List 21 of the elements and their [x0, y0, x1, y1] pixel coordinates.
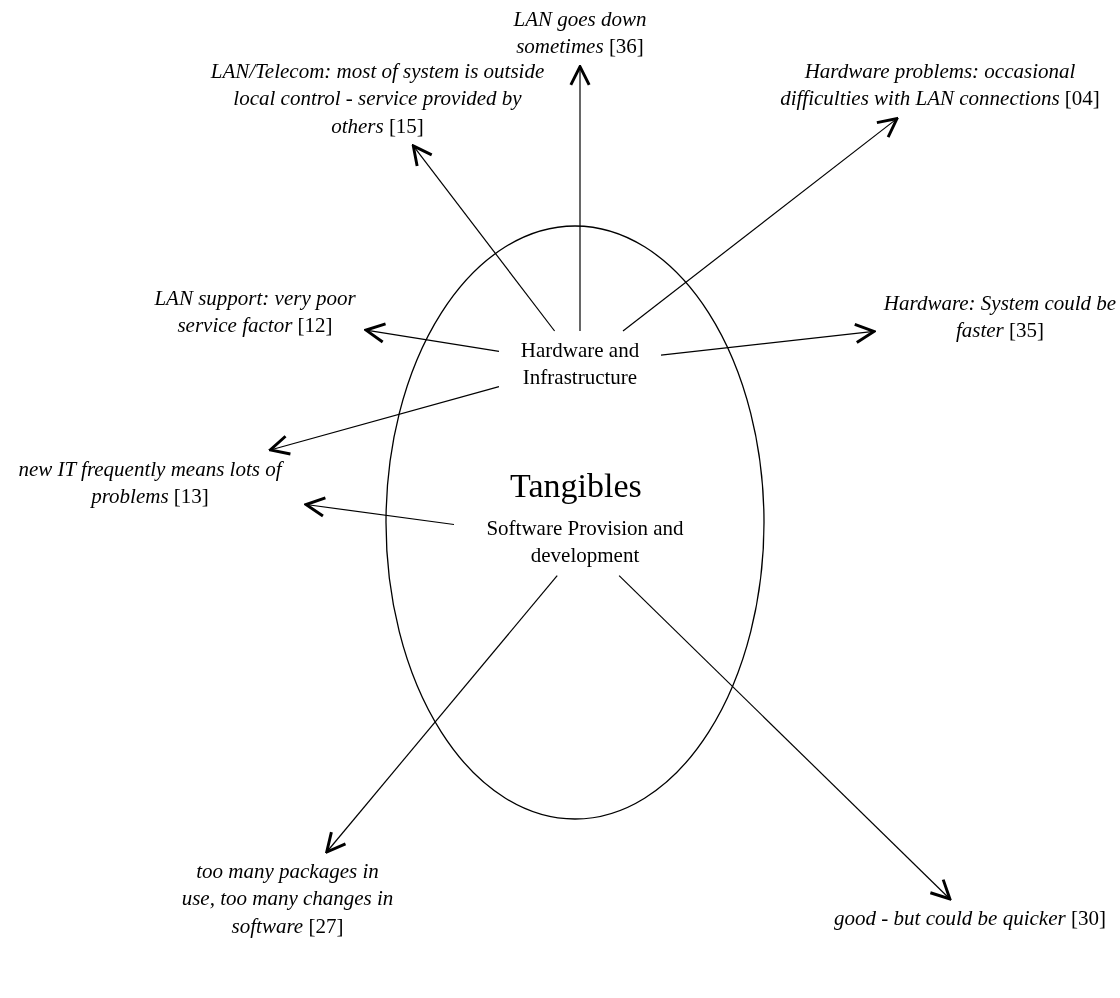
comment-text: Hardware: System could be faster [35]: [880, 290, 1120, 345]
comment-text: too many packages in use, too many changes in software [27]: [180, 858, 395, 940]
comment-text: new IT frequently means lots of problems [13]: [0, 456, 300, 511]
arrow: [569, 65, 591, 332]
subcategory-label: Software Provision and development: [460, 515, 710, 570]
comment-text: Hardware problems: occasional difficulties with LAN connections [04]: [762, 58, 1118, 113]
arrow: [268, 386, 500, 456]
category-title: Tangibles: [510, 467, 642, 505]
arrow: [618, 575, 952, 901]
arrow: [325, 575, 558, 854]
comment-text: LAN support: very poor service factor [12]: [150, 285, 360, 340]
comment-text: good - but could be quicker [30]: [820, 905, 1120, 933]
arrow: [622, 117, 899, 332]
arrow: [411, 144, 556, 332]
category-ellipse: [385, 225, 765, 820]
arrow: [304, 496, 455, 526]
comment-text: LAN goes down sometimes [36]: [490, 6, 670, 61]
comment-text: LAN/Telecom: most of system is outside local control - service provided by others [15]: [205, 58, 550, 140]
arrow: [364, 322, 500, 352]
arrow: [660, 322, 876, 356]
subcategory-label: Hardware and Infrastructure: [505, 337, 655, 392]
